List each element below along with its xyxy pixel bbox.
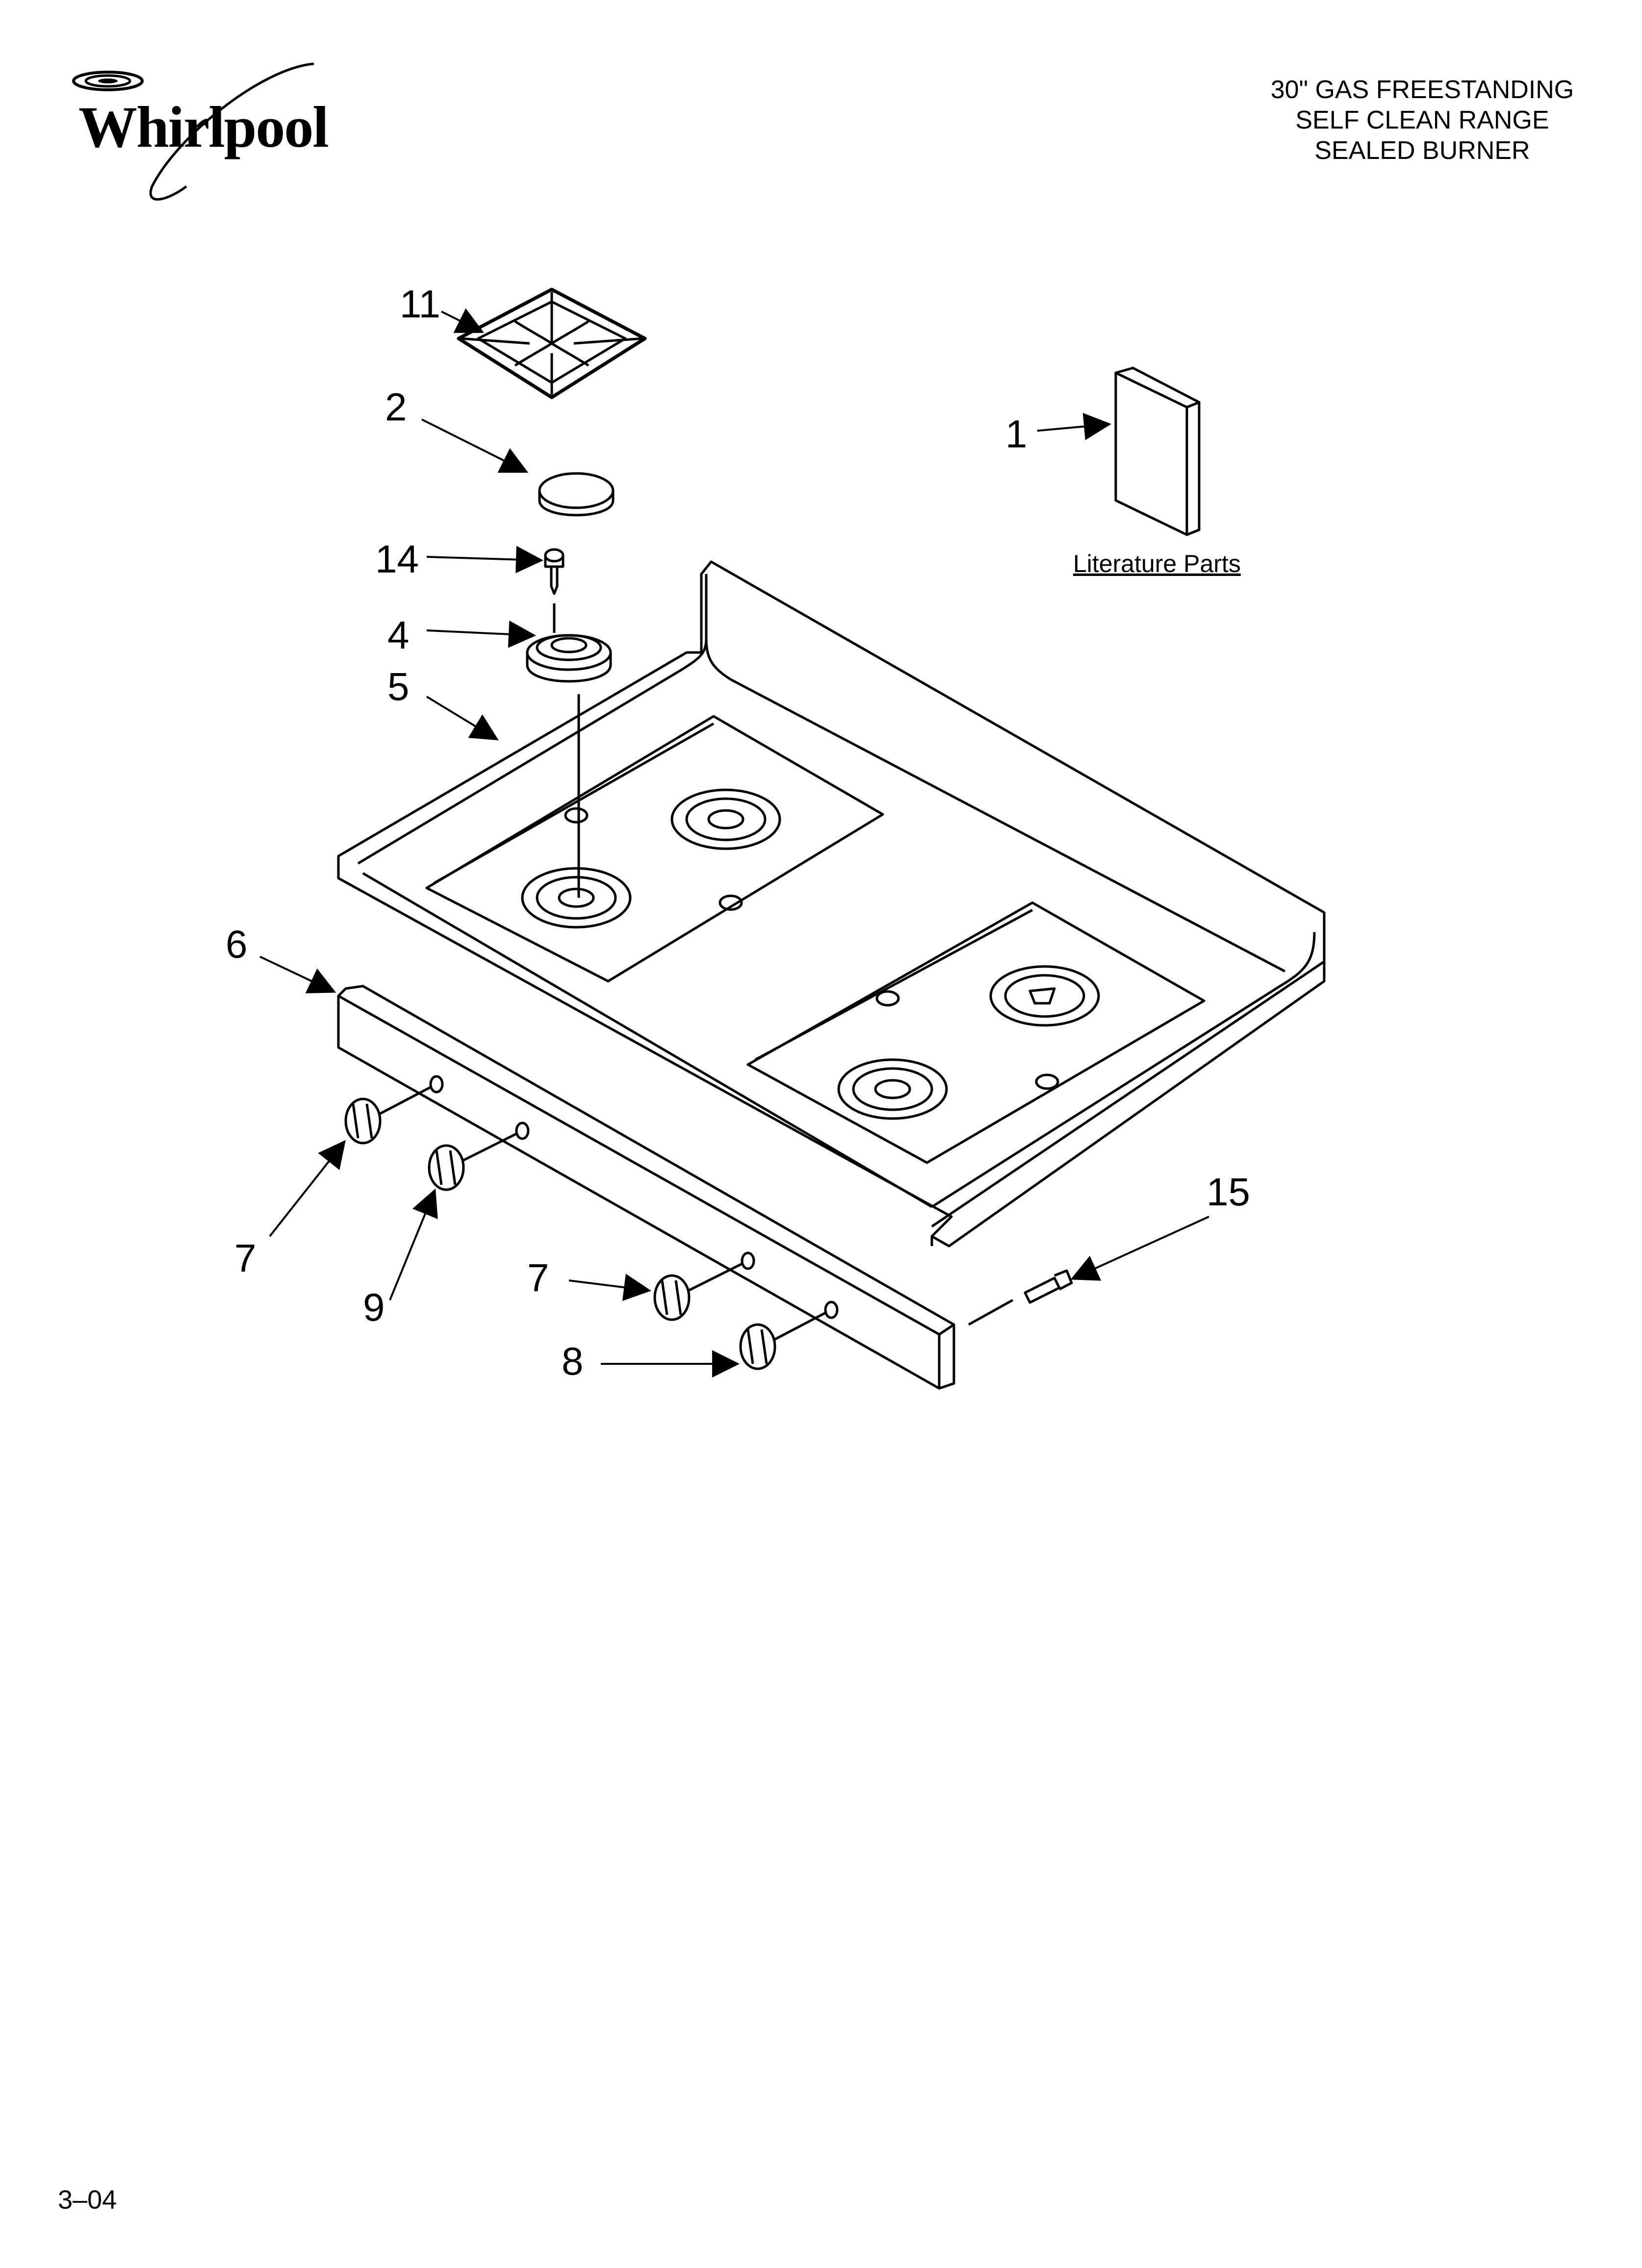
knob-part — [653, 1262, 744, 1321]
grate-part — [457, 287, 647, 399]
screw-part — [544, 548, 564, 595]
side-screw-part — [968, 1269, 1073, 1326]
callout-11: 11 — [400, 282, 441, 326]
page-code: 3–04 — [58, 2185, 117, 2215]
callout-6: 6 — [226, 922, 248, 966]
logo-swirl-icon — [72, 62, 314, 201]
callout-8: 8 — [562, 1339, 584, 1383]
callout-1: 1 — [1005, 412, 1027, 456]
literature-parts-label: Literature Parts — [1073, 550, 1241, 577]
callout-7a: 7 — [234, 1236, 257, 1280]
callout-9: 9 — [363, 1285, 385, 1329]
burner-cap-part — [538, 472, 615, 517]
callout-5: 5 — [387, 665, 410, 708]
title-line-2: SELF CLEAN RANGE — [1295, 106, 1549, 134]
burner-base-part — [526, 603, 612, 898]
knob-part — [739, 1311, 827, 1370]
title-line-1: 30" GAS FREESTANDING — [1270, 76, 1574, 104]
literature-part — [1114, 366, 1201, 536]
callout-15: 15 — [1206, 1170, 1250, 1214]
control-panel-part — [337, 985, 955, 1390]
logo-wordmark: Whirlpool — [78, 94, 329, 159]
page-title: 30" GAS FREESTANDING SELF CLEAN RANGE SE… — [1192, 75, 1642, 166]
callout-14: 14 — [375, 537, 419, 581]
leader-arrows — [259, 308, 1209, 1378]
cooktop-part — [337, 560, 1326, 1248]
knob-part — [344, 1085, 433, 1145]
whirlpool-logo: Whirlpool — [54, 54, 358, 211]
callout-7b: 7 — [527, 1256, 549, 1300]
knob-part — [428, 1132, 518, 1191]
title-line-3: SEALED BURNER — [1314, 136, 1530, 165]
callout-4: 4 — [387, 613, 410, 657]
callout-2: 2 — [385, 385, 407, 429]
